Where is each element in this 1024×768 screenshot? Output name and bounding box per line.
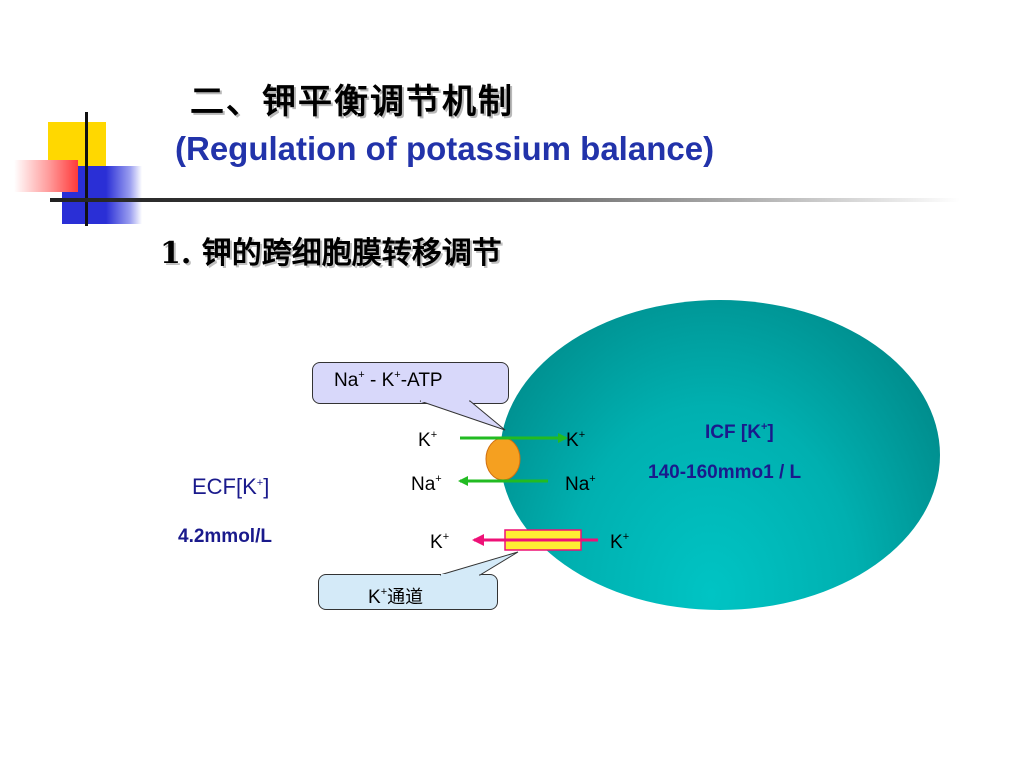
pump-callout-text: Na+ - K+-ATP bbox=[334, 369, 443, 392]
channel-callout-tail bbox=[439, 551, 519, 576]
pump-na-outside-label: Na+ bbox=[411, 473, 442, 496]
ecf-label: ECF[K+] bbox=[192, 474, 270, 499]
decor-vertical-line bbox=[85, 112, 88, 226]
channel-k-outside-label: K+ bbox=[430, 531, 450, 554]
pump-k-inside-label: K+ bbox=[566, 429, 586, 452]
pump-na-inside-label: Na+ bbox=[565, 473, 596, 496]
section-subtitle: 1. 钾的跨细胞膜转移调节 bbox=[160, 236, 502, 271]
slide-title-cn: 二、钾平衡调节机制 bbox=[190, 82, 514, 122]
channel-callout-text: K+通道 bbox=[368, 586, 424, 609]
icf-label: ICF [K+] bbox=[705, 421, 774, 444]
decor-horizontal-line bbox=[50, 198, 960, 202]
cell-body bbox=[500, 300, 940, 610]
channel-callout-box bbox=[318, 574, 498, 610]
pump-oval-icon bbox=[485, 437, 521, 481]
slide-title-en: (Regulation of potassium balance) bbox=[175, 130, 715, 167]
icf-value: 140-160mmo1 / L bbox=[648, 462, 802, 483]
ecf-value: 4.2mmol/L bbox=[178, 526, 272, 547]
channel-k-inside-label: K+ bbox=[610, 531, 630, 554]
pump-callout-tail bbox=[419, 400, 506, 431]
pump-k-outside-label: K+ bbox=[418, 429, 438, 452]
decor-red-block bbox=[14, 160, 78, 192]
pump-callout-box bbox=[312, 362, 509, 404]
